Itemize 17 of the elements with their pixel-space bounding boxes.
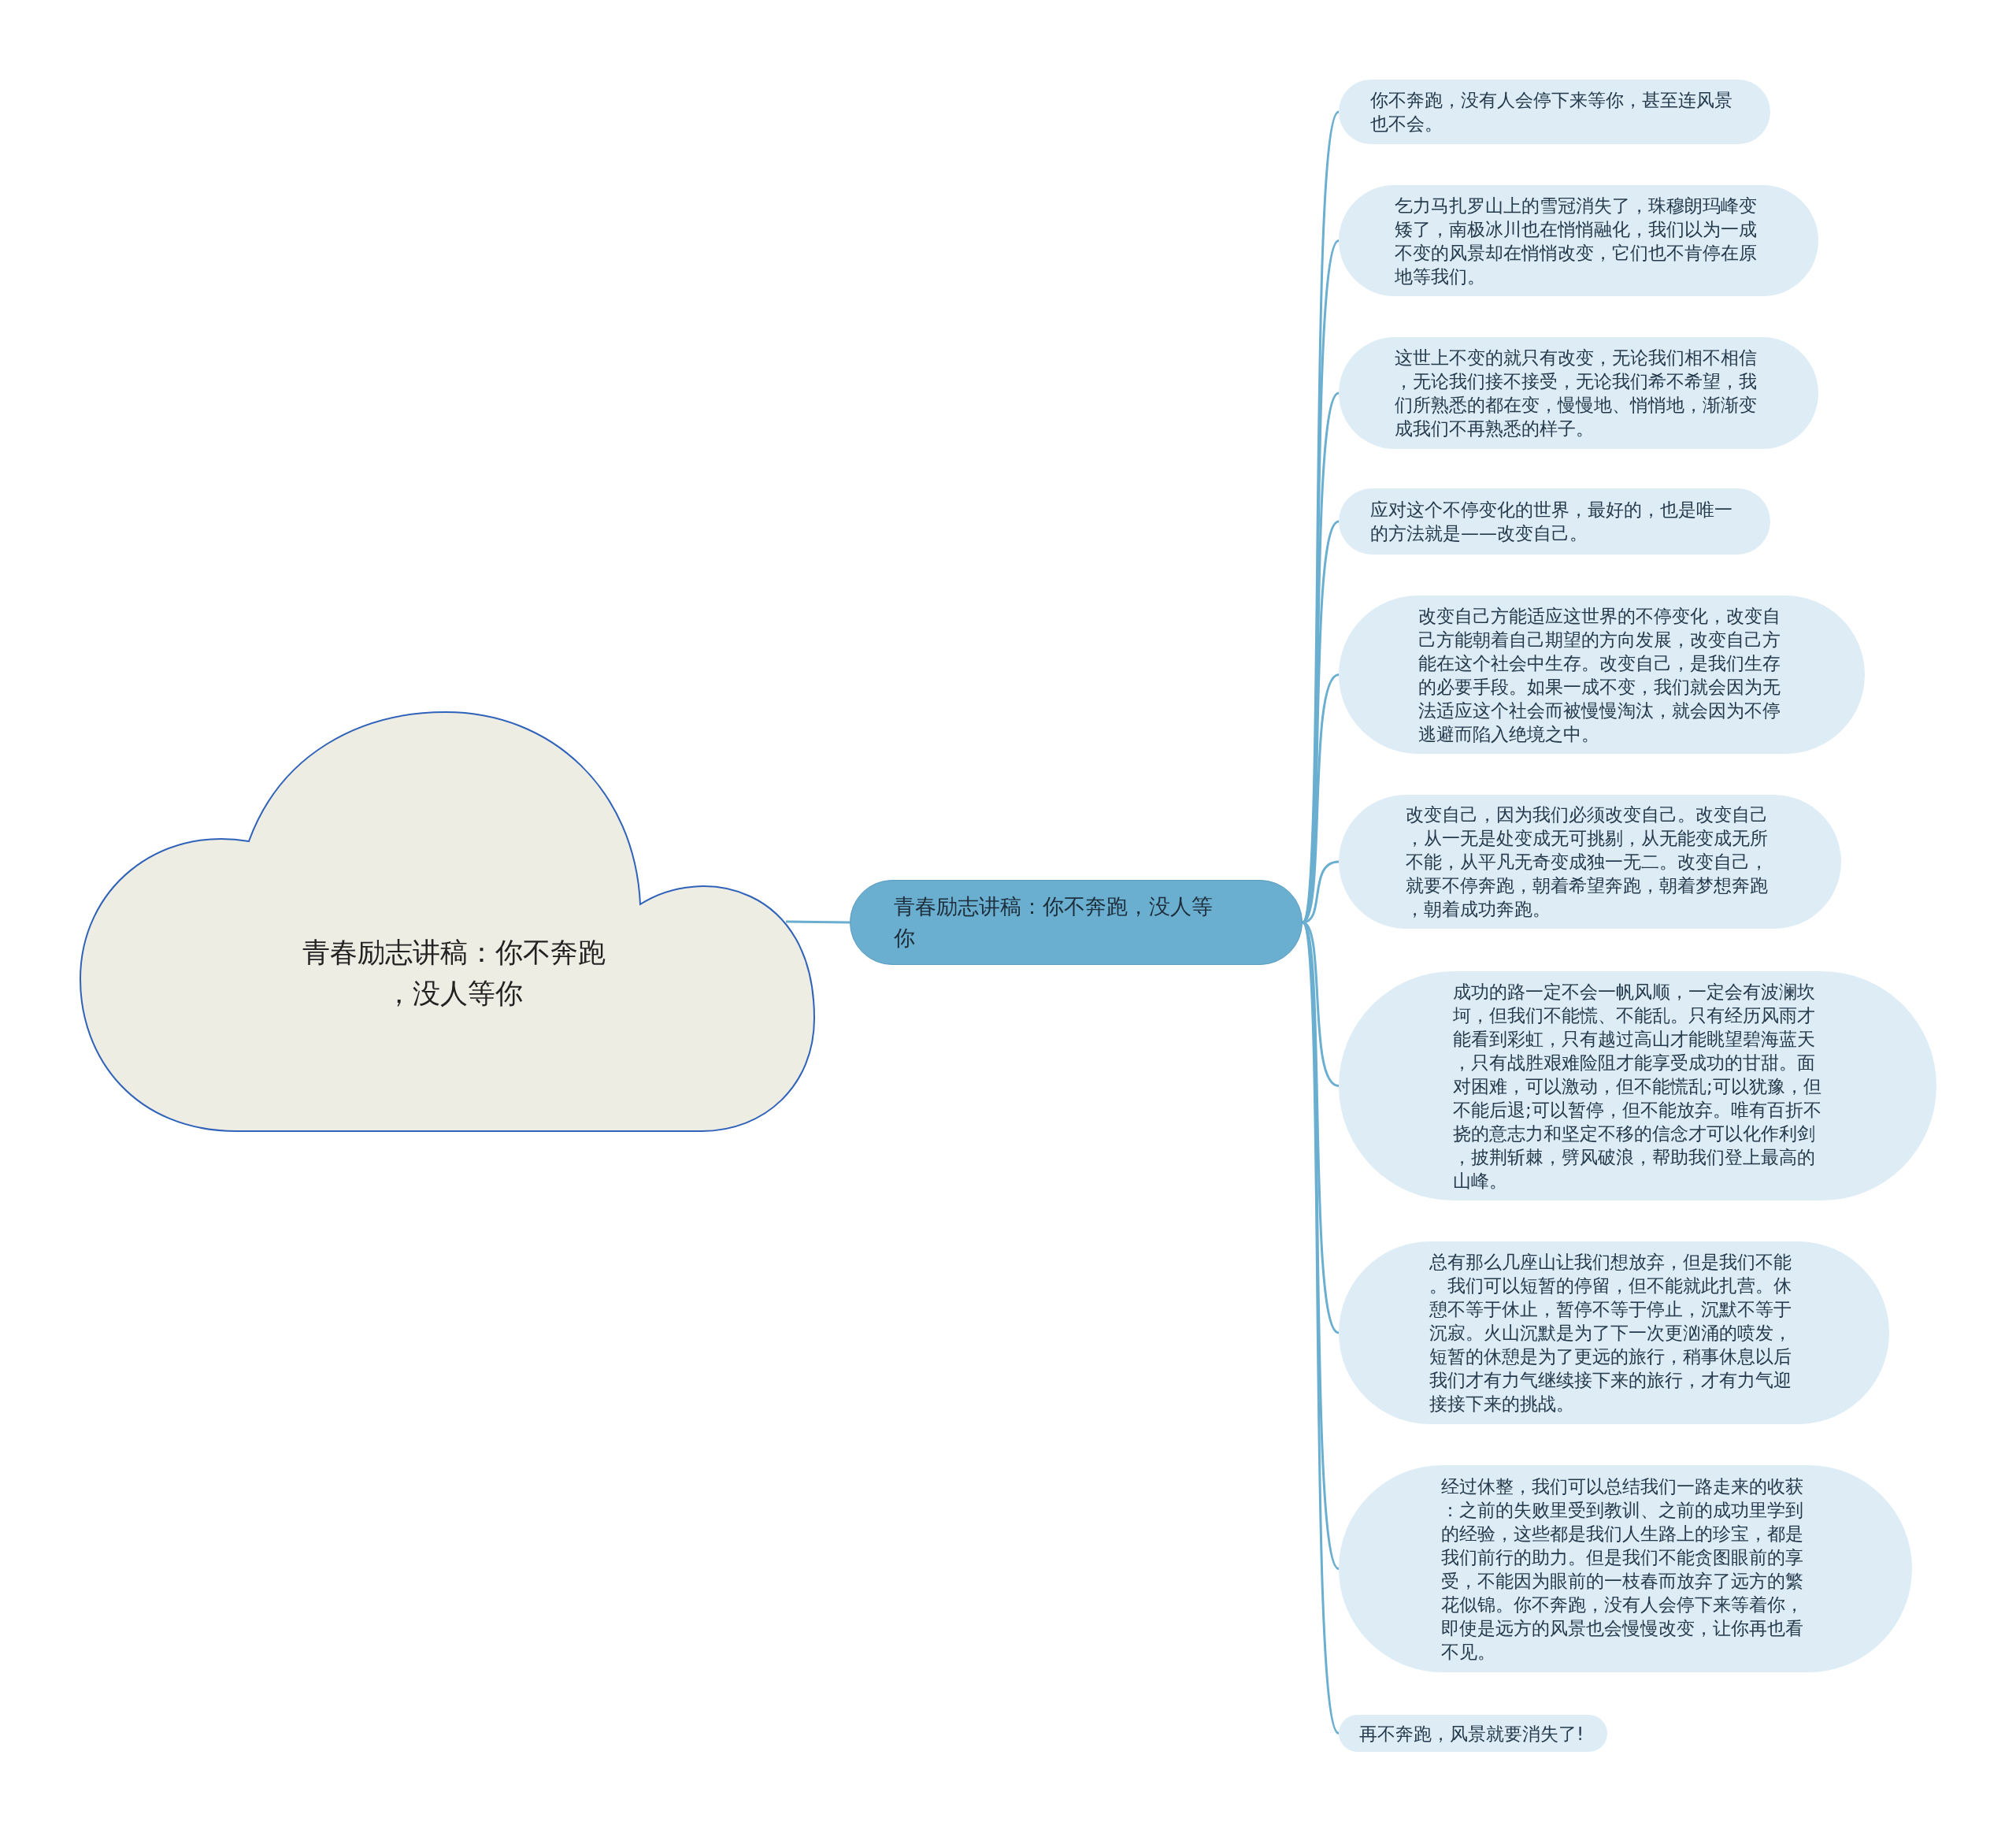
note-text: 成功的路一定不会一帆风顺，一定会有波澜坎坷，但我们不能慌、不能乱。只有经历风雨才能看到彩虹，只有越过高山才能眺望碧海蓝天，只有战胜艰难险阻才能享受成功的甘甜。面对困难，可以激动，但不能慌乱;可以犹豫，但不能后退;可以暂停，但不能放弃。唯有百折不挠的意志力和坚定不移的信念才可以化作利剑，披荆斩棘，劈风破浪，帮助我们登上最高的山峰。 [1453,980,1822,1193]
note-text: 这世上不变的就只有改变，无论我们相不相信，无论我们接不接受，无论我们希不希望，我们所熟悉的都在变，慢慢地、悄悄地，渐渐变成我们不再熟悉的样子。 [1395,347,1758,440]
note-bubble [1339,1715,1607,1752]
note-text: 乞力马扎罗山上的雪冠消失了，珠穆朗玛峰变矮了，南极冰川也在悄悄融化，我们以为一成不变的风景却在悄悄改变，它们也不肯停在原地等我们。 [1395,194,1758,288]
topic-text: 青春励志讲稿：你不奔跑，没人等你 [894,893,1214,952]
note-text: 再不奔跑，风景就要消失了! [1359,1722,1585,1746]
note-text: 总有那么几座山让我们想放弃，但是我们不能。我们可以短暂的停留，但不能就此扎营。休憩不等于休止，暂停不等于停止，沉默不等于沉寂。火山沉默是为了下一次更汹涌的喷发，短暂的休憩是为了更远的旅行，稍事休息以后我们才有力气继续接下来的旅行，才有力气迎接接下来的挑战。 [1429,1251,1792,1416]
note-text: 改变自己方能适应这世界的不停变化，改变自己方能朝着自己期望的方向发展，改变自己方能在这个社会中生存。改变自己，是我们生存的必要手段。如果一成不变，我们就会因为无法适应这个社会而被慢慢淘汰，就会因为不停逃避而陷入绝境之中。 [1418,604,1781,746]
topic-text: 青春励志讲稿：你不奔跑，没人等你 [301,936,606,1011]
cloud-shape [80,711,815,1132]
note-text: 经过休整，我们可以总结我们一路走来的收获：之前的失败里受到教训、之前的成功里学到的经验，这些都是我们人生路上的珍宝，都是我们前行的助力。但是我们不能贪图眼前的享受，不能因为眼前的一枝春而放弃了远方的繁花似锦。你不奔跑，没有人会停下来等着你，即使是远方的风景也会慢慢改变，让你再也看不见。 [1441,1475,1804,1664]
note-text: 应对这个不停变化的世界，最好的，也是唯一的方法就是——改变自己。 [1370,499,1733,545]
connector-line [1301,239,1340,923]
connector-line [785,920,850,924]
connector-line [1301,922,1340,1735]
note-text: 你不奔跑，没有人会停下来等你，甚至连风景也不会。 [1370,89,1733,135]
note-text: 改变自己，因为我们必须改变自己。改变自己，从一无是处变成无可挑剔，从无能变成无所不能，从平凡无奇变成独一无二。改变自己，就要不停奔跑，朝着希望奔跑，朝着梦想奔跑，朝着成功奔跑。 [1406,803,1769,921]
